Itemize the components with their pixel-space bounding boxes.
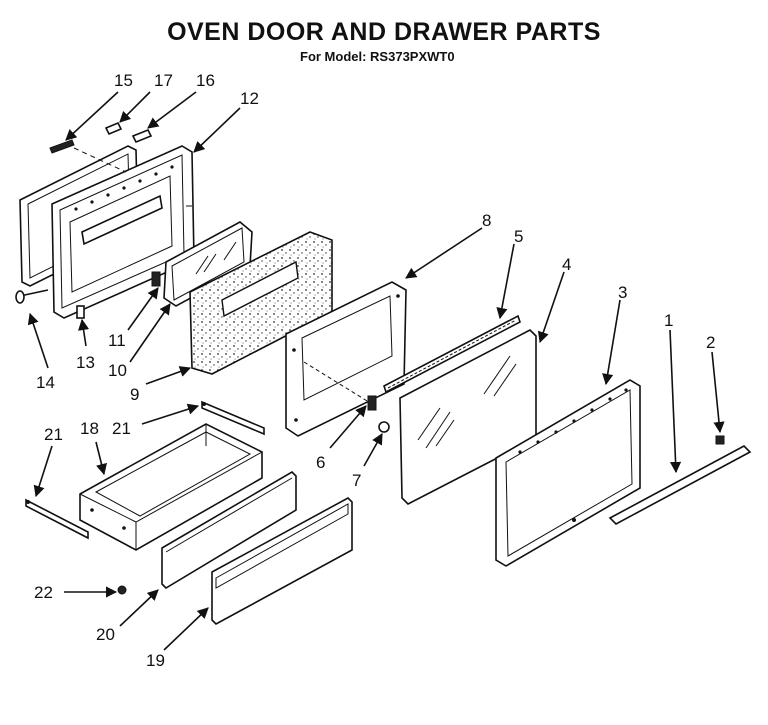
diagram-title: OVEN DOOR AND DRAWER PARTS — [167, 18, 601, 46]
frame-rivets — [74, 165, 174, 211]
callout-10: 10 — [108, 361, 127, 380]
callout-2: 2 — [706, 333, 715, 352]
callout-16: 16 — [196, 71, 215, 90]
callout-5: 5 — [514, 227, 523, 246]
callout-12: 12 — [240, 89, 259, 108]
callout-6: 6 — [316, 453, 325, 472]
callout-3: 3 — [618, 283, 627, 302]
part-5-glass-channel — [383, 314, 521, 394]
part-21-drawer-slide-lower — [25, 498, 89, 540]
part-6-hinge — [367, 395, 377, 411]
callout-13: 13 — [76, 353, 95, 372]
callout-labels: 15 17 16 12 8 5 4 3 1 2 11 10 9 13 14 21… — [34, 71, 715, 670]
callout-1: 1 — [664, 311, 673, 330]
callout-8: 8 — [482, 211, 491, 230]
callout-22: 22 — [34, 583, 53, 602]
part-16-clip — [131, 128, 153, 144]
leader-lines — [27, 91, 725, 651]
callout-18: 18 — [80, 419, 99, 438]
callout-21-upper: 21 — [112, 419, 131, 438]
callout-15: 15 — [114, 71, 133, 90]
model-subtitle: For Model: RS373PXWT0 — [300, 49, 455, 64]
part-11-hinge-bracket — [151, 271, 161, 287]
part-19-drawer-panel — [211, 497, 353, 625]
callout-7: 7 — [352, 471, 361, 490]
callout-14: 14 — [36, 373, 55, 392]
part-17-clip — [104, 121, 123, 136]
part-20-drawer-front — [161, 470, 297, 590]
callout-17: 17 — [154, 71, 173, 90]
part-3-outer-door-frame — [495, 379, 641, 567]
part-14-bolt — [15, 289, 49, 304]
part-1-door-handle — [608, 445, 752, 525]
part-2-handle-screw — [715, 435, 725, 445]
callout-9: 9 — [130, 385, 139, 404]
part-15-trim-piece — [49, 139, 75, 154]
part-22-screw — [117, 585, 127, 595]
part-21-drawer-slide-upper — [201, 400, 265, 436]
callout-4: 4 — [562, 255, 571, 274]
callout-19: 19 — [146, 651, 165, 670]
callout-21-lower: 21 — [44, 425, 63, 444]
callout-11: 11 — [108, 331, 126, 350]
part-13-screw — [76, 305, 85, 319]
part-7-roller — [378, 421, 390, 433]
part-18-drawer-box — [79, 423, 263, 551]
callout-20: 20 — [96, 625, 115, 644]
part-12-door-frame — [19, 145, 195, 319]
